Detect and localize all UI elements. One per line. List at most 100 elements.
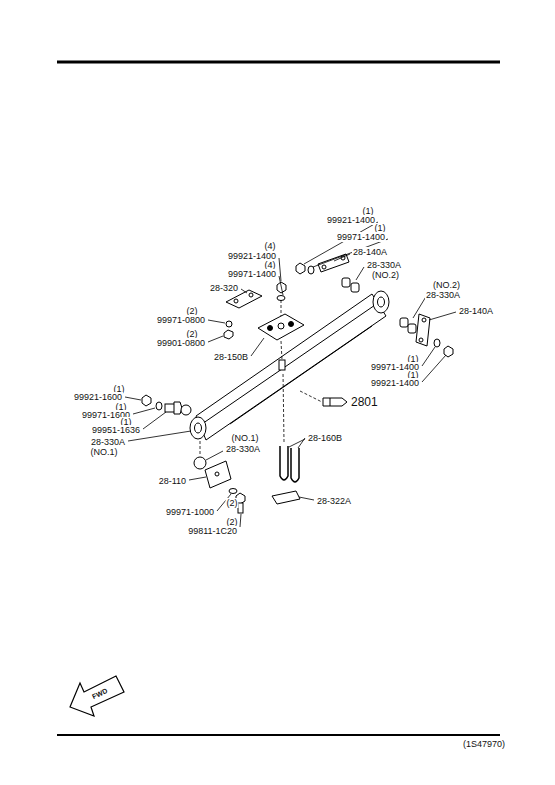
spring-pad bbox=[258, 314, 304, 340]
part-callout: (NO.2) bbox=[432, 280, 461, 290]
part-callout: (1S47970) bbox=[462, 739, 506, 749]
nuts-washers bbox=[142, 395, 151, 406]
leaf-spring bbox=[279, 360, 285, 370]
bracket-plate bbox=[272, 491, 300, 504]
u-bolts bbox=[291, 448, 299, 482]
assembly-dashes bbox=[281, 341, 282, 360]
part-callout: 99971-1000 bbox=[165, 507, 215, 517]
pointer-symbol bbox=[330, 398, 331, 406]
part-callout: 28-110 bbox=[158, 476, 187, 486]
leader-lines bbox=[422, 355, 446, 382]
leader-lines bbox=[251, 338, 264, 356]
pointer-symbol bbox=[323, 398, 347, 406]
nuts-washers bbox=[277, 296, 285, 301]
spring-plate bbox=[224, 290, 262, 339]
hanger-bracket bbox=[205, 461, 231, 488]
hanger-bracket bbox=[181, 405, 191, 415]
leader-lines bbox=[208, 336, 223, 342]
leader-lines bbox=[241, 289, 247, 293]
leader-lines bbox=[133, 408, 155, 414]
nuts-washers bbox=[174, 402, 182, 414]
part-callout: 99971-1400 bbox=[227, 269, 277, 279]
nuts-washers bbox=[434, 339, 440, 347]
part-callout: 99921-1600 bbox=[73, 392, 123, 402]
leader-lines bbox=[299, 497, 314, 500]
spring-pad bbox=[268, 326, 273, 331]
shackles bbox=[419, 338, 423, 342]
u-bolts bbox=[280, 446, 299, 482]
pointer-symbol bbox=[323, 398, 347, 406]
spring-plate bbox=[226, 321, 232, 327]
shackles bbox=[408, 324, 416, 333]
shackles bbox=[400, 318, 408, 327]
shackles bbox=[342, 278, 350, 287]
part-callout: (NO.1) bbox=[231, 433, 260, 443]
leaf-spring bbox=[190, 291, 389, 440]
hanger-bracket bbox=[194, 457, 206, 469]
part-callout: (NO.2) bbox=[371, 270, 400, 280]
part-callout: (2) bbox=[226, 498, 239, 508]
leader-lines bbox=[208, 320, 225, 323]
leader-lines bbox=[189, 477, 206, 480]
part-callout: 28-330A bbox=[90, 437, 126, 447]
shackles bbox=[416, 314, 430, 346]
leader-lines bbox=[206, 451, 223, 460]
spring-plate bbox=[234, 299, 238, 303]
leader-lines bbox=[125, 222, 456, 527]
spring-pad bbox=[258, 314, 304, 340]
shackles bbox=[322, 265, 326, 269]
leader-lines bbox=[304, 222, 378, 264]
assembly-dashes bbox=[283, 372, 284, 442]
part-callout: (NO.1) bbox=[90, 447, 119, 457]
shackles bbox=[351, 283, 359, 292]
frame-rule bbox=[57, 62, 500, 735]
nuts-washers bbox=[142, 263, 453, 513]
part-callout: 28-320 bbox=[209, 283, 239, 293]
leader-lines bbox=[279, 276, 283, 295]
part-callout: 28-330A bbox=[425, 290, 461, 300]
part-callout: 99811-1C20 bbox=[187, 526, 238, 536]
assembly-dashes bbox=[281, 300, 282, 316]
nuts-washers bbox=[238, 503, 243, 513]
bracket-plate bbox=[272, 491, 300, 504]
frame-rule bbox=[57, 61, 500, 64]
leaf-spring bbox=[190, 417, 206, 439]
part-callout: 28-140A bbox=[352, 247, 388, 257]
leader-lines bbox=[143, 412, 166, 429]
leader-lines bbox=[240, 514, 241, 527]
part-callout: 99921-1400 bbox=[370, 378, 420, 388]
part-callout: 99901-0800 bbox=[156, 338, 206, 348]
leaf-spring bbox=[199, 303, 378, 426]
fwd-arrow bbox=[70, 676, 124, 716]
leader-lines bbox=[429, 312, 456, 320]
nuts-washers bbox=[156, 402, 162, 410]
part-callout: 99971-0800 bbox=[156, 315, 206, 325]
shackles bbox=[318, 254, 430, 346]
assembly-number: 2801 bbox=[350, 396, 379, 409]
spring-plate bbox=[224, 330, 233, 339]
assembly-dashes bbox=[200, 441, 201, 456]
frame-rule bbox=[57, 734, 500, 736]
hanger-bracket bbox=[181, 405, 231, 488]
nuts-washers bbox=[229, 489, 237, 494]
spring-pad bbox=[289, 322, 294, 327]
hanger-bracket bbox=[215, 472, 219, 476]
assembly-dashes bbox=[300, 391, 322, 402]
part-callout: 28-330A bbox=[225, 444, 261, 454]
leaf-spring bbox=[230, 326, 372, 424]
part-callout: 28-322A bbox=[316, 496, 352, 506]
leaf-spring bbox=[195, 423, 202, 433]
spring-pad bbox=[278, 323, 284, 329]
part-callout: 99971-1400 bbox=[336, 232, 386, 242]
part-callout: 99951-1636 bbox=[91, 425, 141, 435]
part-callout: (4) bbox=[264, 241, 277, 251]
part-callout: 28-330A bbox=[366, 260, 402, 270]
leaf-spring bbox=[196, 294, 386, 440]
part-callout: 28-160B bbox=[307, 433, 343, 443]
part-callout: 28-140A bbox=[458, 306, 494, 316]
fwd-arrow bbox=[70, 676, 124, 716]
u-bolts bbox=[280, 446, 288, 480]
leaf-spring bbox=[373, 291, 389, 313]
leader-lines bbox=[422, 347, 435, 366]
